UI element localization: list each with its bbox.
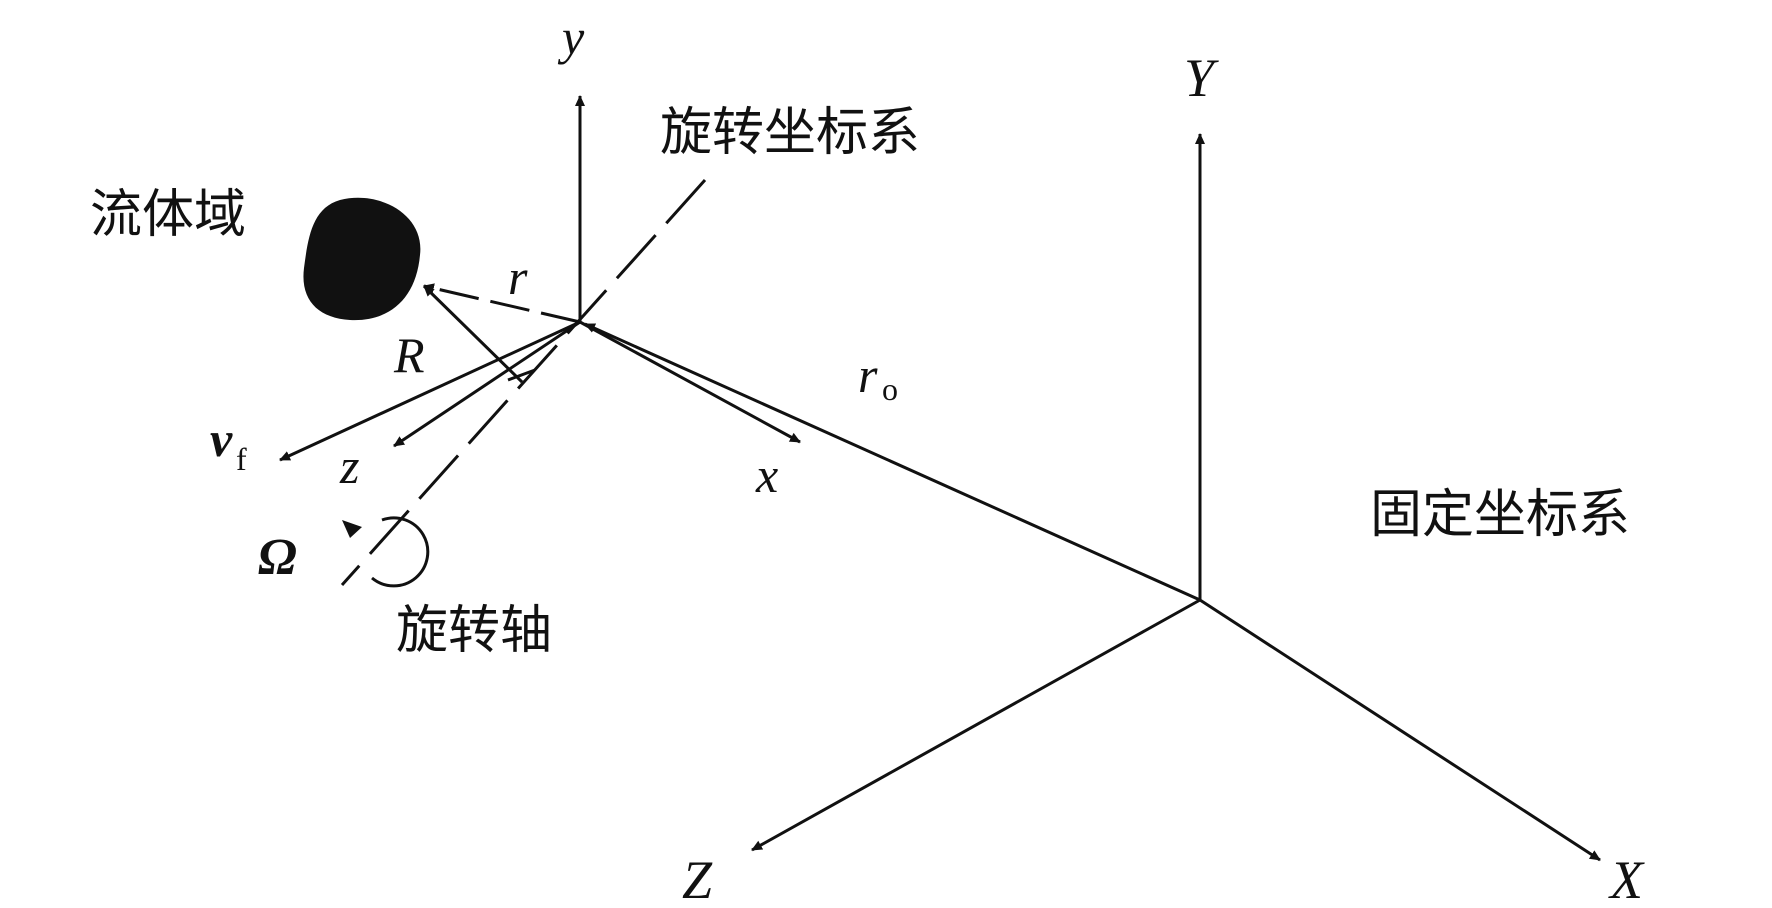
v-f-subscript: f [236, 441, 247, 477]
rotating-frame-label: 旋转坐标系 [660, 103, 920, 163]
Y-axis-label: Y [1184, 48, 1219, 108]
rotating-frame [279, 95, 801, 588]
fixed-frame-label: 固定坐标系 [1370, 485, 1630, 545]
v-f-vector [279, 320, 581, 462]
Z-axis-label: Z [682, 850, 713, 908]
fluid-domain-blob [303, 197, 421, 321]
right-angle-tick [507, 368, 536, 382]
omega-label: Ω [258, 529, 297, 586]
fixed-X-axis [1199, 598, 1601, 862]
R-label: R [393, 327, 425, 383]
rotation-arrowhead [342, 520, 362, 538]
X-axis-label: X [1608, 850, 1645, 908]
y-axis-label: y [557, 9, 585, 65]
v-f-label: v [210, 411, 233, 467]
r-o-subscript: o [882, 371, 898, 407]
r-label: r [508, 249, 528, 305]
z-axis-label: z [339, 438, 359, 494]
r-o-vector [584, 322, 1201, 602]
rotating-x-axis [579, 320, 801, 444]
rotation-axis-label: 旋转轴 [396, 601, 552, 661]
rotation-arc [371, 516, 430, 588]
fixed-Z-axis [751, 598, 1201, 852]
fixed-frame [584, 133, 1601, 862]
r-o-label: r [858, 347, 878, 403]
rotating-z-axis [393, 320, 581, 448]
R-vector [422, 284, 524, 384]
x-axis-label: x [755, 447, 778, 503]
r-vector [423, 283, 581, 324]
fluid-domain-label: 流体域 [90, 185, 246, 245]
